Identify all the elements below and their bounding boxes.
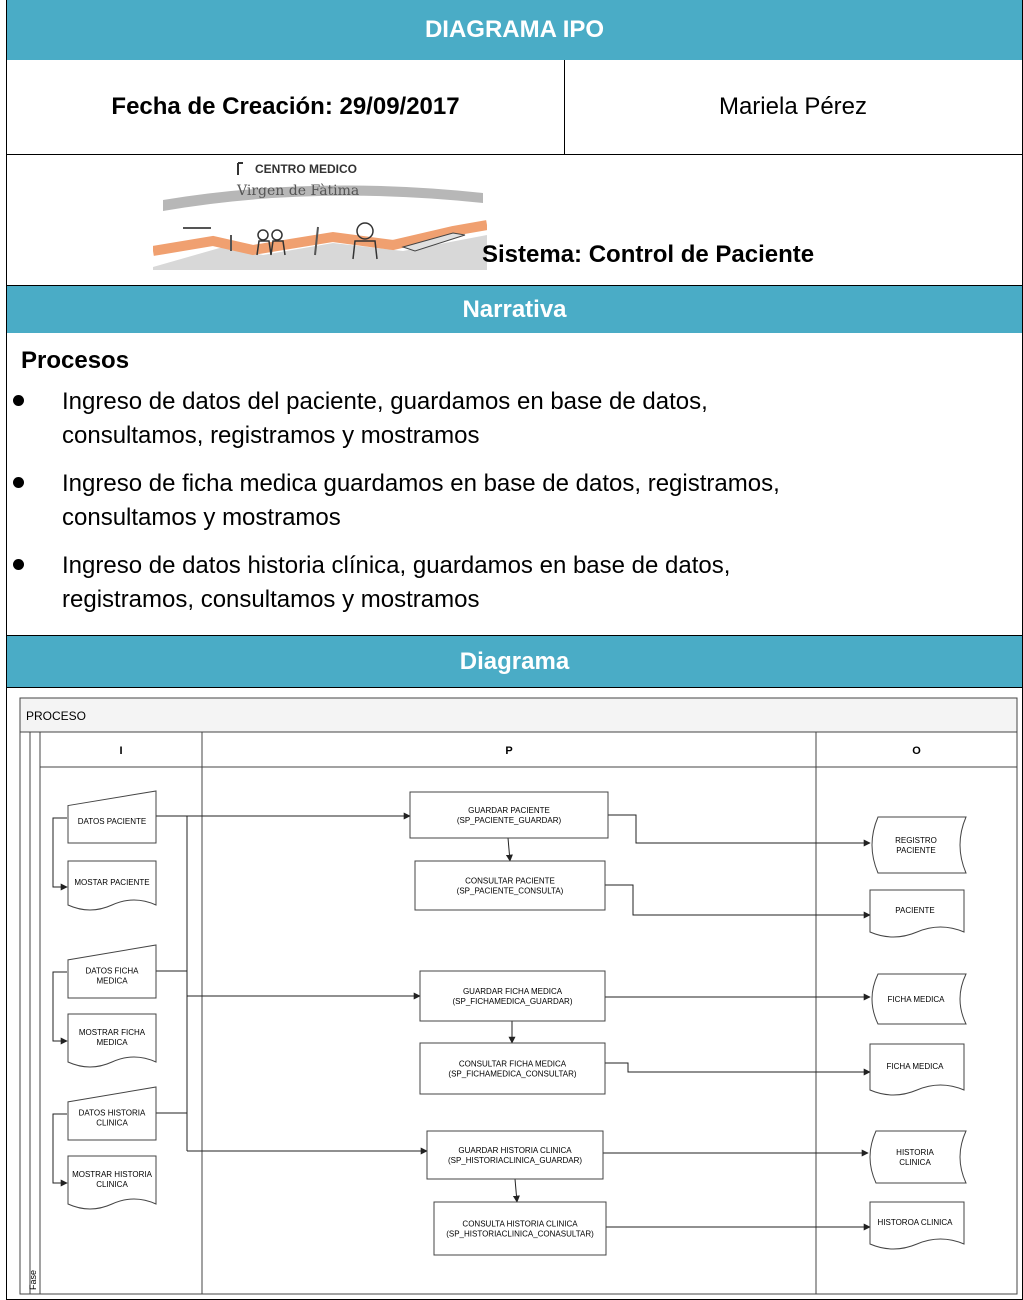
system-label: Sistema: Control de Paciente: [482, 241, 815, 268]
process-box: [433, 1201, 607, 1256]
process-label: CONSULTA HISTORIA CLINICA(SP_HISTORIACLI…: [446, 1219, 594, 1238]
arrow-to-output: [605, 884, 871, 919]
process-item-line: Ingreso de datos historia clínica, guard…: [62, 552, 731, 579]
process-label: GUARDAR HISTORIA CLINICA(SP_HISTORIACLIN…: [448, 1146, 582, 1165]
connector-line: [512, 1178, 520, 1203]
narrative-body: Procesos Ingreso de datos del paciente, …: [6, 333, 1023, 635]
output-label: HISTOROA CLINICA: [878, 1218, 954, 1227]
ipo-diagram: PROCESO Fase I P O DATOS PACIENTE MOSTAR PACI…: [19, 697, 1018, 1295]
connector-line: [52, 971, 68, 1045]
pool-label: PROCESO: [26, 709, 86, 723]
process-box: [419, 1042, 606, 1095]
process-item-line: registramos, consultamos y mostramos: [62, 586, 480, 613]
stored-data-shape: [871, 973, 967, 1025]
column-header: P: [505, 745, 512, 757]
document-shape: [869, 1201, 965, 1250]
arrow-to-output: [605, 1062, 871, 1076]
process-box: [426, 1130, 604, 1180]
process-label: GUARDAR PACIENTE(SP_PACIENTE_GUARDAR): [457, 806, 562, 825]
input-label: DATOS PACIENTE: [78, 817, 146, 826]
manual-input-shape: [67, 1086, 157, 1141]
logo-line2: Virgen de Fàtima: [236, 182, 359, 199]
process-item-line: Ingreso de datos del paciente, guardamos…: [62, 388, 708, 415]
process-box: [409, 791, 609, 839]
manual-input-shape: [67, 944, 157, 999]
document-shape: [869, 889, 965, 938]
connector-line: [52, 1113, 68, 1187]
output-label: FICHA MEDICA: [888, 995, 946, 1004]
document-shape: [67, 1155, 157, 1210]
process-item-line: consultamos, registramos y mostramos: [62, 422, 480, 449]
connector-line: [505, 837, 513, 862]
process-label: GUARDAR FICHA MEDICA(SP_FICHAMEDICA_GUAR…: [452, 987, 572, 1006]
process-label: CONSULTAR FICHA MEDICA(SP_FICHAMEDICA_CO…: [448, 1059, 577, 1078]
column-header: O: [912, 745, 921, 757]
logo-row: CENTRO MEDICO Virgen de Fàtima Sistema: …: [6, 155, 1023, 285]
stored-data-shape: [871, 816, 967, 874]
bullet-icon: [13, 559, 24, 570]
pool-header: [19, 697, 1018, 733]
author-name: Mariela Pérez: [718, 93, 868, 120]
document-shape: [869, 1043, 965, 1096]
narrative-heading: Narrativa: [6, 285, 1023, 333]
meta-row: Fecha de Creación: 29/09/2017 Mariela Pé…: [6, 60, 1023, 155]
process-item-line: consultamos y mostramos: [62, 504, 341, 531]
creation-date: Fecha de Creación: 29/09/2017: [7, 60, 565, 154]
input-label: MOSTAR PACIENTE: [74, 878, 149, 887]
diagram-heading: Diagrama: [6, 635, 1023, 687]
stored-data-shape: [869, 1130, 967, 1184]
document-title: DIAGRAMA IPO: [6, 0, 1023, 60]
process-box: [414, 860, 606, 911]
phase-label: Fase: [28, 1270, 38, 1290]
clinic-logo: CENTRO MEDICO Virgen de Fàtima: [153, 155, 487, 270]
process-label: CONSULTAR PACIENTE(SP_PACIENTE_CONSULTA): [457, 876, 564, 895]
output-label: PACIENTE: [895, 906, 934, 915]
document-shape: [67, 1013, 157, 1068]
logo-line1: CENTRO MEDICO: [255, 162, 357, 176]
connector-line: [52, 817, 68, 891]
bullet-icon: [13, 477, 24, 488]
manual-input-shape: [67, 790, 157, 844]
bullet-icon: [13, 395, 24, 406]
column-header: I: [119, 745, 122, 757]
process-item-line: Ingreso de ficha medica guardamos en bas…: [62, 470, 780, 497]
output-label: FICHA MEDICA: [887, 1062, 945, 1071]
document-shape: [67, 860, 157, 911]
section-title: Procesos: [21, 347, 130, 374]
arrow-to-output: [608, 814, 871, 847]
process-box: [419, 970, 606, 1022]
diagram-area: PROCESO Fase I P O DATOS PACIENTE MOSTAR PACI…: [6, 687, 1023, 1300]
